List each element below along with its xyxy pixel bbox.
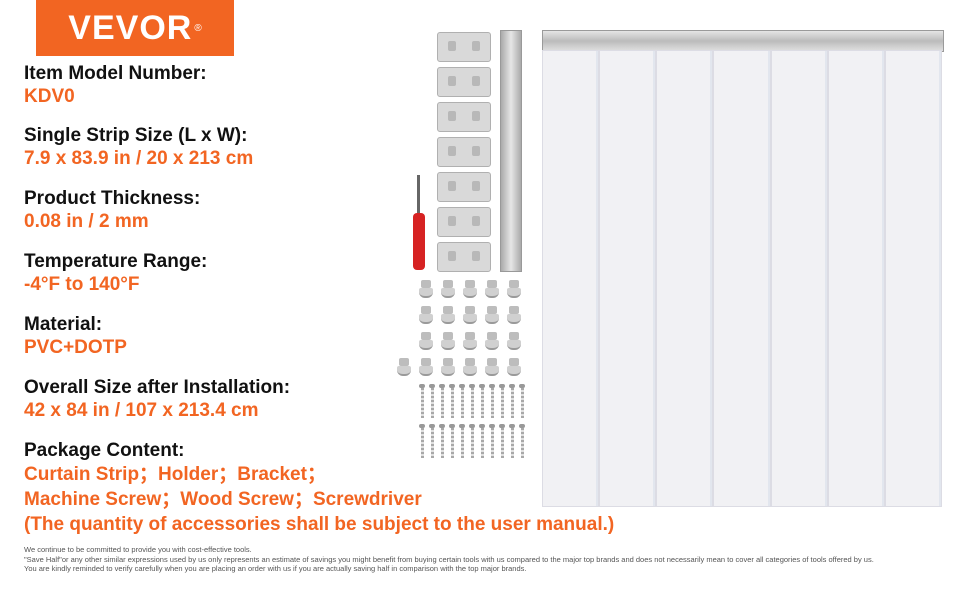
machine-screw-image xyxy=(507,280,521,298)
curtain-strip-image xyxy=(656,50,714,507)
machine-screw-image xyxy=(441,280,455,298)
wood-screw-image xyxy=(459,384,465,418)
machine-screw-image xyxy=(463,358,477,376)
spec-overall-size: Overall Size after Installation: 42 x 84… xyxy=(24,377,290,423)
wood-screw-image xyxy=(509,424,515,458)
machine-screw-image xyxy=(441,358,455,376)
spec-label: Single Strip Size (L x W): xyxy=(24,125,248,146)
spec-temperature: Temperature Range: -4°F to 140°F xyxy=(24,251,207,297)
spec-value: 7.9 x 83.9 in / 20 x 213 cm xyxy=(24,148,254,169)
screwdriver-image xyxy=(413,175,425,270)
wood-screw-image xyxy=(459,424,465,458)
disclaimer: We continue to be committed to provide y… xyxy=(24,545,959,574)
curtain-strip-image xyxy=(827,50,885,507)
package-line: Curtain Strip；Holder；Bracket； xyxy=(24,464,326,485)
spec-value: KDV0 xyxy=(24,86,75,107)
machine-screw-image xyxy=(397,358,411,376)
wood-screw-image xyxy=(439,384,445,418)
wood-screw-image xyxy=(419,384,425,418)
registered-mark: ® xyxy=(194,22,202,34)
brand-logo: VEVOR® xyxy=(36,0,234,56)
spec-label: Item Model Number: xyxy=(24,63,207,84)
spec-value: -4°F to 140°F xyxy=(24,274,140,295)
curtain-strip-image xyxy=(713,50,771,507)
accessories-illustration xyxy=(395,30,535,470)
wood-screw-image xyxy=(489,424,495,458)
wood-screw-image xyxy=(519,424,525,458)
wood-screw-image xyxy=(499,424,505,458)
package-content: Package Content: Curtain Strip；Holder；Br… xyxy=(24,440,614,537)
wood-screw-image xyxy=(429,424,435,458)
spec-label: Product Thickness: xyxy=(24,188,201,209)
curtain-strip-image xyxy=(542,50,600,507)
wood-screw-image xyxy=(449,424,455,458)
holder-image xyxy=(437,242,491,272)
machine-screw-image xyxy=(485,306,499,324)
holder-image xyxy=(437,172,491,202)
curtain-mount-bar xyxy=(542,30,944,52)
wood-screw-image xyxy=(479,384,485,418)
holder-image xyxy=(437,32,491,62)
wood-screw-image xyxy=(479,424,485,458)
wood-screw-image xyxy=(419,424,425,458)
spec-model: Item Model Number: KDV0 xyxy=(24,63,207,109)
machine-screw-image xyxy=(419,332,433,350)
spec-label: Material: xyxy=(24,314,103,335)
machine-screw-image xyxy=(485,280,499,298)
spec-value: 0.08 in / 2 mm xyxy=(24,211,149,232)
disclaimer-line: You are kindly reminded to verify carefu… xyxy=(24,564,527,573)
holder-image xyxy=(437,137,491,167)
machine-screw-image xyxy=(441,332,455,350)
curtain-image xyxy=(542,30,944,507)
machine-screw-image xyxy=(441,306,455,324)
wood-screw-image xyxy=(469,384,475,418)
wood-screw-image xyxy=(489,384,495,418)
machine-screw-image xyxy=(463,332,477,350)
spec-value: PVC+DOTP xyxy=(24,337,127,358)
disclaimer-line: "Save Half"or any other similar expressi… xyxy=(24,554,874,564)
wood-screw-image xyxy=(429,384,435,418)
machine-screw-image xyxy=(463,280,477,298)
wood-screw-image xyxy=(499,384,505,418)
package-label: Package Content: xyxy=(24,440,185,461)
brand-name: VEVOR xyxy=(68,8,193,47)
curtain-strip-image xyxy=(599,50,657,507)
machine-screw-image xyxy=(463,306,477,324)
wood-screw-image xyxy=(519,384,525,418)
machine-screw-image xyxy=(507,306,521,324)
spec-thickness: Product Thickness: 0.08 in / 2 mm xyxy=(24,188,200,234)
holder-image xyxy=(437,102,491,132)
disclaimer-line: We continue to be committed to provide y… xyxy=(24,545,252,554)
machine-screw-image xyxy=(485,358,499,376)
machine-screw-image xyxy=(419,306,433,324)
curtain-strip-image xyxy=(884,50,942,507)
holder-image xyxy=(437,67,491,97)
spec-label: Temperature Range: xyxy=(24,251,208,272)
machine-screw-image xyxy=(419,358,433,376)
curtain-strip-image xyxy=(770,50,828,507)
machine-screw-image xyxy=(419,280,433,298)
wood-screw-image xyxy=(439,424,445,458)
holder-image xyxy=(437,207,491,237)
spec-strip-size: Single Strip Size (L x W): 7.9 x 83.9 in… xyxy=(24,125,253,171)
wood-screw-image xyxy=(509,384,515,418)
machine-screw-image xyxy=(485,332,499,350)
bracket-rail-image xyxy=(500,30,522,272)
spec-material: Material: PVC+DOTP xyxy=(24,314,127,360)
wood-screw-image xyxy=(469,424,475,458)
spec-value: 42 x 84 in / 107 x 213.4 cm xyxy=(24,400,259,421)
package-line: Machine Screw；Wood Screw；Screwdriver xyxy=(24,489,422,510)
wood-screw-image xyxy=(449,384,455,418)
machine-screw-image xyxy=(507,332,521,350)
package-line: (The quantity of accessories shall be su… xyxy=(24,514,615,535)
machine-screw-image xyxy=(507,358,521,376)
spec-label: Overall Size after Installation: xyxy=(24,377,291,398)
